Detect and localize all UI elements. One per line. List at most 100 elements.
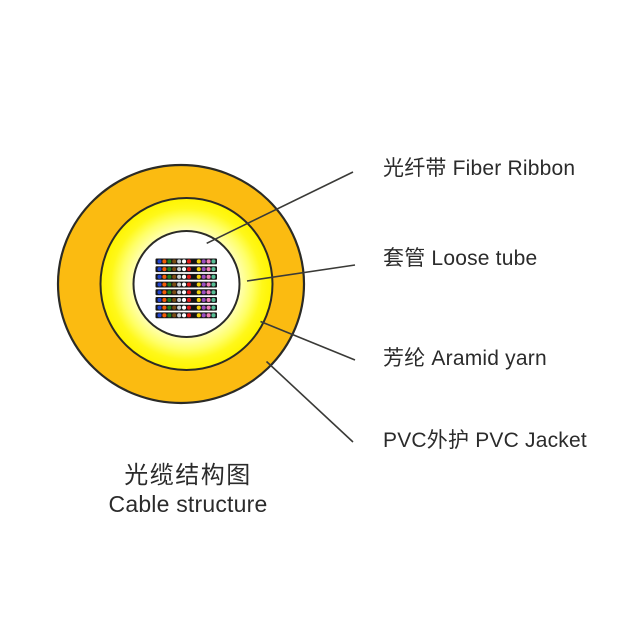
fiber-dot	[157, 274, 162, 279]
fiber-ribbon-bar	[155, 304, 217, 311]
fiber-dot	[172, 297, 177, 303]
fiber-dot	[167, 274, 172, 279]
fiber-dot	[201, 274, 206, 279]
fiber-dot	[157, 267, 162, 272]
fiber-dot	[172, 267, 177, 272]
fiber-dot	[162, 290, 167, 295]
fiber-dot	[177, 259, 182, 264]
label-fiber-ribbon: 光纤带 Fiber Ribbon	[383, 157, 576, 180]
fiber-dot	[186, 313, 192, 318]
fiber-ribbon-bar	[155, 297, 217, 303]
fiber-dot	[181, 290, 187, 295]
fiber-dot	[211, 259, 216, 264]
fiber-dot	[162, 259, 167, 264]
fiber-dot	[167, 297, 172, 303]
fiber-dot	[206, 267, 211, 272]
leader-line-fiber-ribbon	[206, 171, 354, 245]
fiber-dot	[181, 274, 187, 279]
fiber-dot	[191, 267, 196, 272]
fiber-dot	[162, 297, 167, 303]
fiber-dot	[167, 290, 172, 295]
fiber-dot	[162, 305, 167, 310]
fiber-dot	[196, 274, 201, 279]
fiber-dot	[157, 313, 162, 318]
fiber-dot	[167, 267, 172, 272]
label-loose-tube: 套管 Loose tube	[383, 247, 538, 270]
fiber-dot	[206, 305, 211, 310]
label-aramid-yarn: 芳纶 Aramid yarn	[383, 347, 547, 370]
fiber-dot	[201, 282, 206, 287]
fiber-dot	[172, 274, 177, 279]
fiber-dot	[186, 282, 192, 287]
fiber-dot	[196, 290, 201, 295]
leader-line-pvc-jacket	[265, 360, 354, 443]
fiber-dot	[162, 282, 167, 287]
fiber-dot	[177, 274, 182, 279]
fiber-ribbon-bar	[155, 281, 217, 288]
fiber-dot	[186, 259, 192, 264]
fiber-ribbon-stack	[155, 258, 217, 319]
fiber-dot	[177, 305, 182, 310]
fiber-dot	[172, 313, 177, 318]
fiber-dot	[186, 297, 192, 303]
fiber-dot	[172, 290, 177, 295]
leader-line-loose-tube	[246, 264, 356, 282]
fiber-dot	[181, 267, 187, 272]
fiber-dot	[191, 305, 196, 310]
fiber-dot	[201, 267, 206, 272]
fiber-ribbon-bar	[155, 258, 217, 265]
fiber-dot	[206, 282, 211, 287]
fiber-dot	[186, 305, 192, 310]
fiber-dot	[196, 259, 201, 264]
fiber-dot	[196, 305, 201, 310]
fiber-dot	[186, 274, 192, 279]
fiber-dot	[181, 305, 187, 310]
fiber-dot	[206, 313, 211, 318]
fiber-dot	[201, 313, 206, 318]
fiber-dot	[172, 305, 177, 310]
fiber-dot	[167, 313, 172, 318]
fiber-dot	[167, 259, 172, 264]
fiber-dot	[206, 297, 211, 303]
fiber-dot	[162, 267, 167, 272]
fiber-dot	[201, 305, 206, 310]
fiber-dot	[172, 282, 177, 287]
caption-english: Cable structure	[108, 491, 268, 517]
fiber-dot	[191, 290, 196, 295]
fiber-dot	[211, 274, 216, 279]
fiber-dot	[206, 290, 211, 295]
fiber-dot	[186, 267, 192, 272]
fiber-dot	[177, 267, 182, 272]
fiber-ribbon-bar	[155, 289, 217, 296]
leader-line-aramid-yarn	[260, 320, 356, 361]
caption: 光缆结构图 Cable structure	[58, 462, 318, 519]
fiber-dot	[211, 290, 216, 295]
fiber-dot	[186, 290, 192, 295]
fiber-dot	[157, 297, 162, 303]
fiber-dot	[196, 313, 201, 318]
fiber-dot	[177, 297, 182, 303]
fiber-ribbon-bar	[155, 266, 217, 273]
fiber-dot	[181, 259, 187, 264]
fiber-dot	[162, 274, 167, 279]
fiber-dot	[191, 274, 196, 279]
fiber-dot	[172, 259, 177, 264]
fiber-dot	[191, 313, 196, 318]
label-pvc-jacket: PVC外护 PVC Jacket	[383, 429, 587, 452]
fiber-dot	[201, 297, 206, 303]
fiber-dot	[191, 282, 196, 287]
fiber-dot	[181, 313, 187, 318]
fiber-dot	[181, 282, 187, 287]
fiber-dot	[157, 259, 162, 264]
fiber-dot	[211, 297, 216, 303]
fiber-dot	[211, 267, 216, 272]
fiber-ribbon-bar	[155, 273, 217, 280]
fiber-dot	[211, 305, 216, 310]
fiber-dot	[157, 290, 162, 295]
fiber-dot	[181, 297, 187, 303]
fiber-dot	[196, 267, 201, 272]
fiber-dot	[191, 259, 196, 264]
fiber-dot	[157, 282, 162, 287]
fiber-dot	[177, 290, 182, 295]
